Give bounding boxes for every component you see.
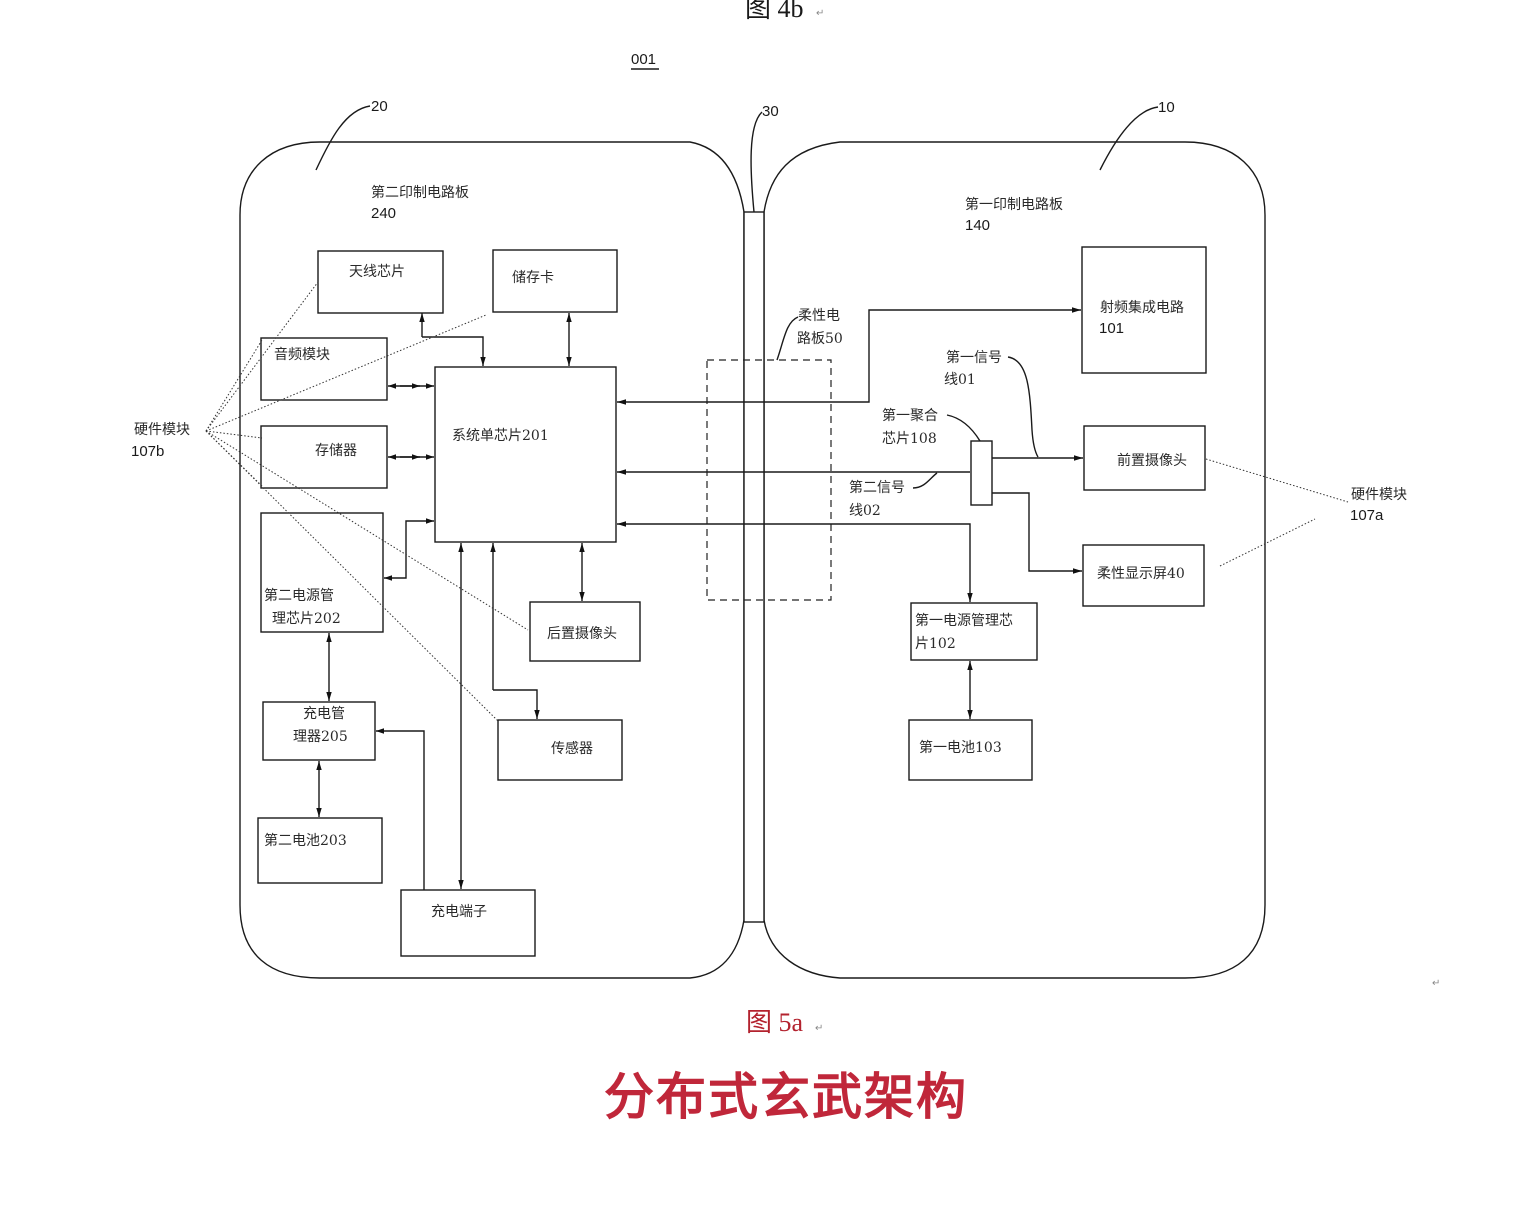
hinge-ref-label: 30 <box>762 103 779 120</box>
second-battery-block: 第二电池203 <box>257 817 383 884</box>
leader-20 <box>315 105 371 171</box>
flexible-display-block: 柔性显示屏40 <box>1082 544 1205 607</box>
storage-card-label: 储存卡 <box>512 270 554 286</box>
first-board-title: 第一印制电路板 <box>965 196 1063 213</box>
charge-manager-label-line2: 理器205 <box>293 729 348 745</box>
second-pmic-label-line2: 理芯片202 <box>272 611 341 627</box>
second-pmic-block: 第二电源管 理芯片202 <box>260 512 384 633</box>
antenna-chip-label: 天线芯片 <box>349 264 405 280</box>
charge-port-label: 充电端子 <box>431 904 487 920</box>
device-ref-label: 001 <box>631 51 656 68</box>
front-camera-block: 前置摄像头 <box>1083 425 1206 491</box>
first-pmic-label-line2: 片102 <box>915 636 956 652</box>
rear-camera-label: 后置摄像头 <box>547 626 617 642</box>
paragraph-mark: ↵ <box>816 8 824 19</box>
aggregation-chip <box>970 440 993 506</box>
hardware-module-107a-label-line1: 硬件模块 <box>1351 487 1407 503</box>
second-battery-label: 第二电池203 <box>264 832 347 849</box>
flex-board-leader <box>776 316 799 361</box>
hardware-module-107b-leaders <box>205 281 529 722</box>
storage-card-block: 储存卡 <box>492 249 618 313</box>
first-pmic-block: 第一电源管理芯 片102 <box>910 602 1038 661</box>
soc-label: 系统单芯片201 <box>452 428 549 444</box>
charge-port-block: 充电端子 <box>400 889 536 957</box>
second-body-ref-label: 20 <box>371 98 388 115</box>
paragraph-mark-bottom: ↵ <box>815 1023 823 1034</box>
aggregation-chip-label-line2: 芯片108 <box>882 431 937 447</box>
headline: 分布式玄武架构 <box>604 1068 968 1126</box>
bottom-figure-caption: 图 5a <box>746 1008 804 1037</box>
first-battery-block: 第一电池103 <box>908 719 1033 781</box>
flex-board-label-line2: 路板50 <box>797 331 843 347</box>
first-board-number: 140 <box>965 217 990 234</box>
charge-manager-label-line1: 充电管 <box>303 706 345 722</box>
rf-ic-block: 射频集成电路 101 <box>1081 246 1207 374</box>
hardware-module-107b-label-line2: 107b <box>131 443 164 460</box>
audio-module-label: 音频模块 <box>274 346 330 363</box>
hardware-module-107b-label-line1: 硬件模块 <box>134 422 190 438</box>
hardware-module-107a-leaders <box>1205 458 1349 567</box>
leader-30 <box>750 111 763 213</box>
second-board-connectors <box>316 313 585 890</box>
signal-line-01-label-line2: 线01 <box>944 372 976 388</box>
signal-line-01-label-line1: 第一信号 <box>946 349 1002 366</box>
first-body-ref-label: 10 <box>1158 99 1175 116</box>
flex-board-label-line1: 柔性电 <box>798 308 840 324</box>
rf-ic-label-line1: 射频集成电路 <box>1100 299 1184 316</box>
leader-10 <box>1099 106 1159 171</box>
signal-line-01-leader <box>1007 356 1039 458</box>
soc-block: 系统单芯片201 <box>434 366 617 543</box>
second-board-title: 第二印制电路板 <box>371 184 469 201</box>
second-pmic-label-line1: 第二电源管 <box>264 587 334 604</box>
rear-camera-block: 后置摄像头 <box>529 601 641 662</box>
cross-board-connectors <box>617 307 1083 719</box>
sensor-block: 传感器 <box>497 719 623 781</box>
hardware-module-107a-label-line2: 107a <box>1350 507 1384 524</box>
first-battery-label: 第一电池103 <box>919 739 1002 756</box>
flex-circuit-board <box>706 359 832 601</box>
signal-line-02-leader <box>912 472 938 489</box>
memory-block: 存储器 <box>260 425 388 489</box>
first-body-outline <box>763 141 1266 979</box>
rf-ic-label-line2: 101 <box>1099 320 1124 337</box>
charge-manager-block: 充电管 理器205 <box>262 701 376 761</box>
audio-module-block: 音频模块 <box>260 337 388 401</box>
antenna-chip-block: 天线芯片 <box>317 250 444 314</box>
first-pmic-label-line1: 第一电源管理芯 <box>915 612 1013 629</box>
hinge <box>743 211 765 923</box>
front-camera-label: 前置摄像头 <box>1117 452 1187 469</box>
second-board-number: 240 <box>371 205 396 222</box>
second-body-outline <box>239 141 745 979</box>
aggregation-chip-label-line1: 第一聚合 <box>882 407 938 424</box>
paragraph-mark-right: ↵ <box>1432 978 1440 989</box>
signal-line-02-label-line2: 线02 <box>849 503 881 519</box>
memory-label: 存储器 <box>315 443 357 459</box>
signal-line-02-label-line1: 第二信号 <box>849 479 905 496</box>
aggregation-chip-leader <box>946 414 981 442</box>
sensor-label: 传感器 <box>551 740 593 757</box>
flexible-display-label: 柔性显示屏40 <box>1097 566 1185 582</box>
top-figure-caption: 图 4b <box>745 0 804 23</box>
